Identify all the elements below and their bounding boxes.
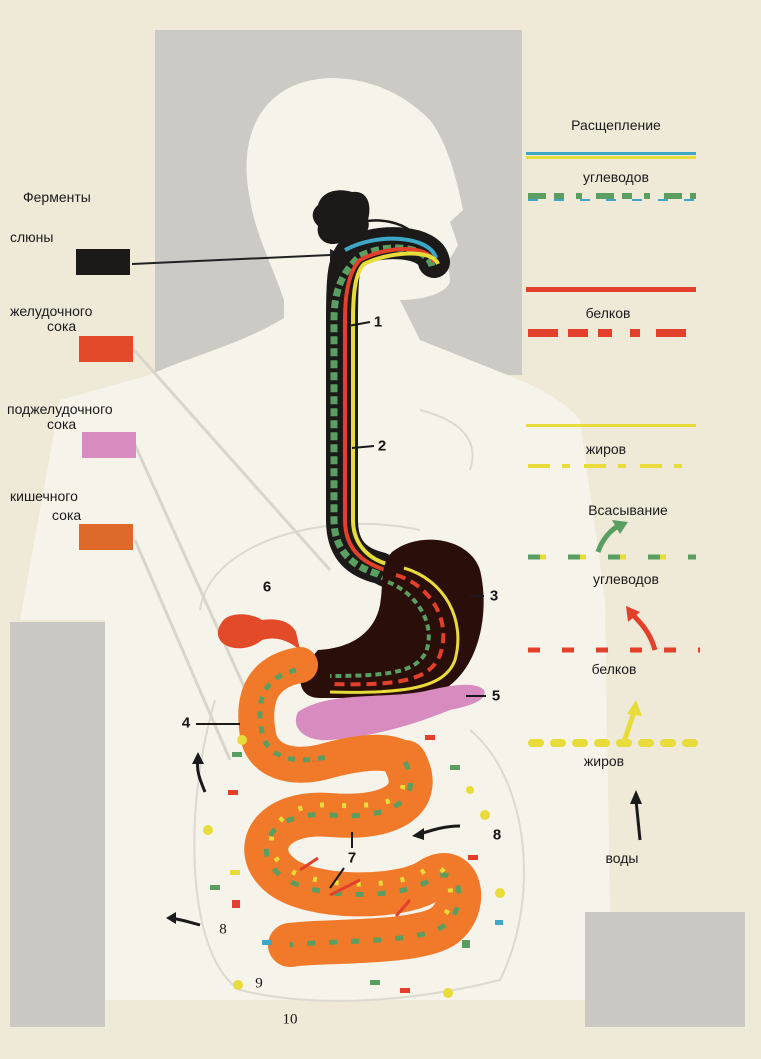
absorption-proteins-label: белков [591,661,637,677]
callout-9: 9 [255,975,263,992]
label-2-line [351,445,375,449]
pancreatic-enzyme-swatch [82,432,136,458]
breakdown-proteins-lines [526,287,696,337]
breakdown-fats-lines [526,424,696,468]
intestine-fat-dots [268,770,454,921]
saliva-enzyme-swatch [76,249,130,275]
callout-1: 1 [373,313,383,331]
callout-6: 6 [262,578,272,596]
breakdown-fats-label: жиров [585,441,627,457]
esophagus-fat-band [351,251,440,574]
carbohydrate-absorption-arrow [595,522,622,553]
esophagus-tract [326,227,450,596]
pancreas [295,684,485,741]
body-silhouette [20,78,610,1000]
enzyme-pancreatic-label-line2: сока [47,416,77,432]
absorption-legend-title: Всасывание [588,502,668,518]
callout-4: 4 [181,714,191,732]
gastric-enzyme-swatch [79,336,133,362]
absorption-carbohydrates-label: углеводов [593,571,659,587]
breakdown-proteins-label: белков [585,305,631,321]
salivary-gland [312,190,370,245]
fat-absorption-arrow [621,711,637,743]
callout-10: 10 [282,1011,298,1028]
esophagus-protein-band [343,247,436,580]
callout-2: 2 [377,437,387,455]
stomach-protein-bands [329,573,446,687]
enzyme-pancreatic-label-line1: поджелудочного [7,401,113,417]
breakdown-carbohydrates-label: углеводов [583,169,649,185]
protein-absorption-arrow [630,612,658,651]
intestine-protein-arrows [299,856,412,917]
abdomen-contour [193,409,525,1002]
stomach-fat-band [329,566,460,694]
breakdown-legend-title: Расщепление [571,117,661,133]
right-hip-panel [585,912,745,1027]
absorbed-particles [203,735,505,998]
enzyme-gastric-label-line1: желудочного [10,303,93,319]
enzymes-legend-title: Ферменты [23,189,91,205]
gall-bladder [217,614,300,650]
gastric-pointer-line [132,349,332,571]
saliva-pointer-line [131,254,331,265]
absorption-fats-label: жиров [583,753,625,769]
breakdown-carbohydrates-lines [526,152,696,201]
callout-5: 5 [491,687,501,705]
label-1-line [347,321,371,327]
callout-8-left: 8 [219,921,227,938]
protein-absorption-arrowhead [626,606,640,622]
left-arm-panel [10,622,105,1027]
enzyme-gastric-label-line2: сока [47,318,77,334]
absorption-arrowheads [166,752,642,924]
fat-absorption-arrowhead [627,700,642,716]
enzyme-intestinal-label-line1: кишечного [10,488,78,504]
intestinal-enzyme-swatch [79,524,133,550]
pancreatic-pointer-line [133,444,252,701]
callout-8-right: 8 [492,826,502,844]
carbohydrate-absorption-arrowhead [612,520,628,534]
callout-3: 3 [489,587,499,605]
duodenum-carbohydrate-dashes [257,667,331,763]
absorption-water-label: воды [605,850,639,866]
mouth-carbohydrate-band [344,236,438,259]
duodenum [238,647,423,783]
enzyme-saliva-label: слюны [10,229,54,245]
small-intestine [244,740,482,967]
label-7-line-b [329,867,345,889]
enzyme-intestinal-label-line2: сока [52,507,82,523]
callout-7: 7 [347,849,357,867]
